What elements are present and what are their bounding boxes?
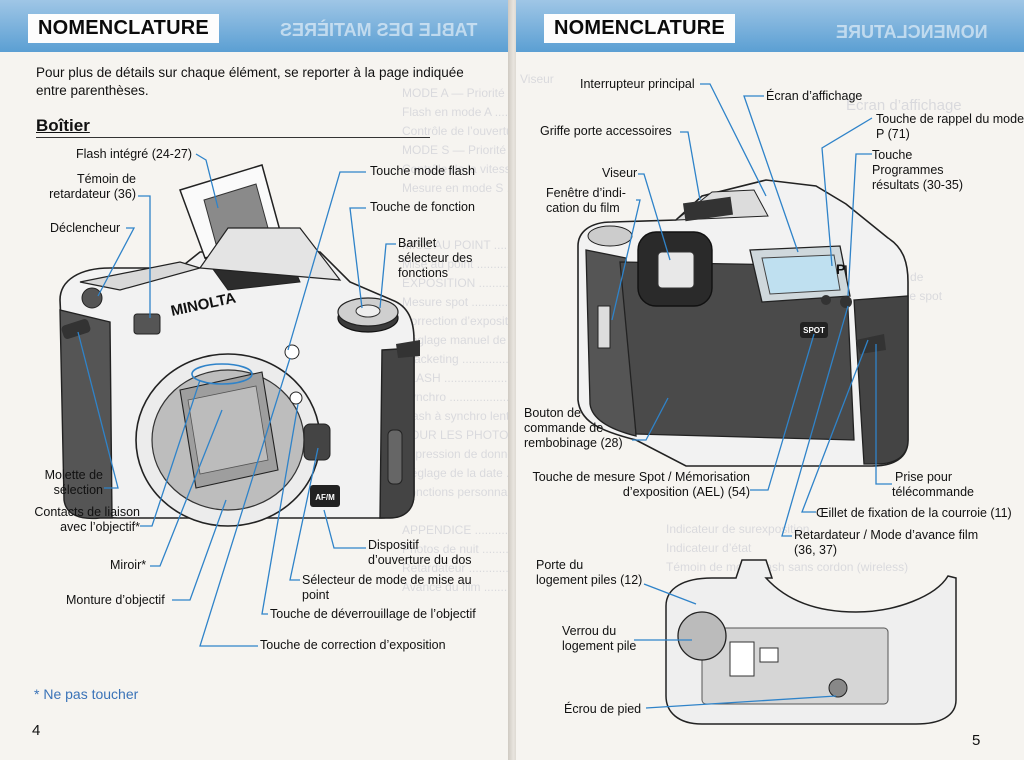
section-rule (36, 137, 430, 138)
callout-lines (611, 83, 892, 709)
label-mirror: Miroir* (110, 558, 147, 572)
page-number: 4 (32, 722, 41, 739)
label-p-reset-button: Touche de rappel du mode P (71) (876, 112, 1024, 141)
label-viewfinder: Viseur (602, 166, 638, 180)
label-main-switch: Interrupteur principal (580, 77, 695, 91)
label-lens-contacts: Contacts de liaison avec l’objectif* (34, 505, 140, 534)
label-film-window: Fenêtre d’indi- cation du film (546, 186, 626, 215)
intro-text: Pour plus de détails sur chaque élément,… (36, 65, 464, 98)
bleed-through-text: Viseur (520, 72, 554, 86)
bleed-through-text: MODE A — Priorité à l’ouverture ........… (402, 86, 512, 594)
label-exposure-compensation-button: Touche de correction d’exposition (260, 638, 446, 652)
right-page: NOMENCLATURE NOMENCLATURE Viseur Écran d… (516, 0, 1024, 760)
label-focus-mode-switch: Sélecteur de mode de mise au point (302, 573, 472, 602)
page-title: NOMENCLATURE (28, 14, 219, 43)
label-battery-door-lock: Verrou du logement pile (562, 624, 637, 653)
label-accessory-shoe: Griffe porte accessoires (540, 124, 672, 138)
bleed-through-text: Écran d’affichage (846, 97, 962, 114)
label-shutter-release: Déclencheur (50, 221, 121, 235)
af-m-button: AF/M (315, 493, 335, 502)
label-rewind-button: Bouton de commande de rembobinage (28) (524, 406, 623, 450)
label-spot-ael-button: Touche de mesure Spot / Mémorisation d’e… (532, 470, 750, 499)
label-self-timer-lamp: Témoin de retardateur (36) (49, 172, 136, 201)
label-lcd-panel: Écran d’affichage (766, 89, 863, 103)
section-heading: Boîtier (36, 116, 90, 135)
label-lens-release-button: Touche de déverrouillage de l’objectif (270, 607, 476, 621)
label-flash: Flash intégré (24-27) (76, 147, 193, 161)
label-strap-eyelet: Œillet de fixation de la courroie (11) (816, 506, 1012, 520)
label-remote-terminal: Prise pour télécommande (892, 470, 974, 499)
left-page: TABLE DES MATIÈRES NOMENCLATURE MODE A —… (0, 0, 512, 760)
label-back-door-release: Dispositif d’ouverture du dos (368, 538, 472, 567)
label-tripod-socket: Écrou de pied (564, 702, 642, 716)
camera-back-illustration: P SPOT (577, 179, 957, 725)
label-flash-mode-button: Touche mode flash (370, 164, 475, 178)
spot-button: SPOT (803, 326, 825, 335)
label-function-button: Touche de fonction (370, 200, 475, 214)
camera-front-illustration: AF/M MINOLTA (59, 164, 420, 527)
page-number: 5 (972, 732, 981, 749)
label-subject-program-button: Touche Programmes résultats (30-35) (872, 148, 964, 192)
label-self-timer-drive-button: Retardateur / Mode d’avance film (36, 37… (794, 528, 979, 557)
page-title: NOMENCLATURE (544, 14, 735, 43)
label-lens-mount: Monture d’objectif (66, 593, 165, 607)
callout-lines (77, 153, 396, 647)
lcd-mode-indicator: P (836, 261, 845, 277)
label-selection-wheel: Molette de sélection (44, 468, 103, 497)
footnote: * Ne pas toucher (34, 686, 139, 702)
label-function-dial: Barillet sélecteur des fonctions (398, 236, 473, 280)
label-battery-door: Porte du logement piles (12) (536, 558, 643, 587)
